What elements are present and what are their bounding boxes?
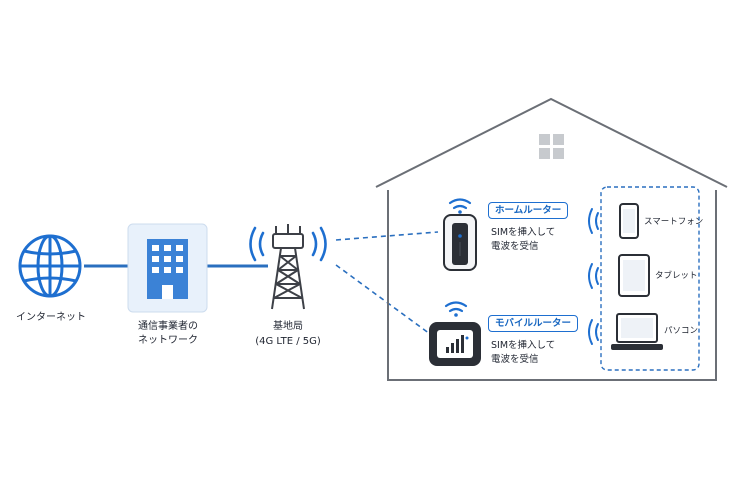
internet-label: インターネット xyxy=(16,312,86,323)
wifi-waves-tablet xyxy=(588,263,599,289)
wifi-waves-smartphone xyxy=(588,208,599,234)
laptop-label: パソコン xyxy=(664,326,699,336)
home-router-desc-line1: SIMを挿入して xyxy=(491,227,556,238)
home-router-tag: ホームルーター xyxy=(488,202,569,219)
smartphone-label: スマートフォン xyxy=(644,217,704,227)
mobile-router-tag: モバイルルーター xyxy=(488,315,579,332)
carrier-label-line2: ネットワーク xyxy=(138,335,198,346)
link-tower-mobile-router xyxy=(335,264,431,335)
mobile-router-wifi-icon xyxy=(444,301,468,317)
house-window-icon xyxy=(539,134,564,159)
smartphone-icon xyxy=(619,203,639,239)
base-station-label: 基地局 xyxy=(273,321,303,332)
laptop-icon xyxy=(611,313,663,350)
cell-tower-icon xyxy=(249,224,327,310)
globe-icon xyxy=(18,234,82,298)
home-router-desc-line2: 電波を受信 xyxy=(491,241,539,252)
house-outline xyxy=(375,97,728,381)
link-tower-home-router xyxy=(335,231,439,241)
mobile-router-desc-line1: SIMを挿入して xyxy=(491,340,556,351)
wifi-waves-laptop xyxy=(588,319,599,345)
home-router-icon xyxy=(443,214,477,271)
base-station-sublabel: (4G LTE / 5G) xyxy=(255,336,321,347)
carrier-label-line1: 通信事業者の xyxy=(138,321,198,332)
office-building-icon xyxy=(127,223,208,313)
devices-group-frame xyxy=(600,186,700,371)
tablet-label: タブレット xyxy=(655,271,698,281)
mobile-router-icon xyxy=(429,322,481,366)
mobile-router-desc-line2: 電波を受信 xyxy=(491,354,539,365)
home-router-wifi-icon xyxy=(448,198,472,214)
tablet-icon xyxy=(618,254,650,297)
